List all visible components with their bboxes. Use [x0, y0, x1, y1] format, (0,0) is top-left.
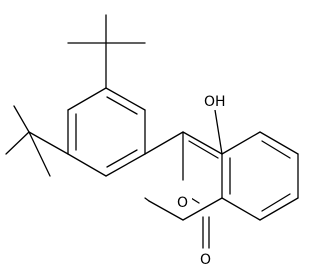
- tert-butyl-group-left: [5, 105, 69, 177]
- tert-butyl-group-top: [67, 14, 146, 89]
- ring-oxygen-carbonyl-bond: [190, 197, 200, 204]
- hydroxyl-label: OH: [204, 94, 226, 110]
- phenyl-ring: [67, 87, 146, 177]
- aryl-bond: [144, 131, 184, 155]
- carbonyl-oxygen-label: O: [200, 252, 211, 268]
- ring-oxygen-label: O: [177, 195, 188, 211]
- hydroxyl-bond: [214, 109, 223, 155]
- benzo-ring: [221, 131, 299, 221]
- carbonyl-bond: [202, 216, 210, 249]
- pyranone-ring: [144, 131, 223, 221]
